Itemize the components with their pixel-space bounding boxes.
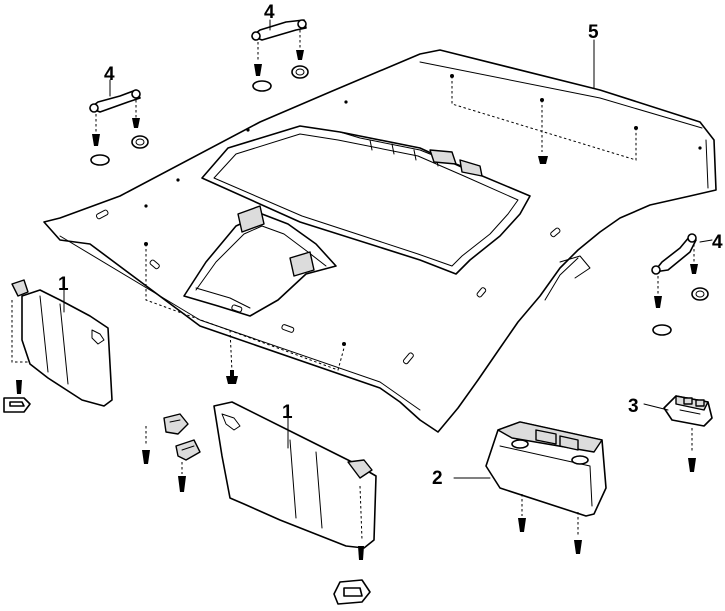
callout-5: 5 <box>588 22 599 43</box>
grab-handle-right <box>651 233 709 336</box>
callout-4-left: 4 <box>104 64 115 85</box>
headliner-clip-rear <box>538 156 548 164</box>
grab-handle-left <box>89 89 149 166</box>
map-light <box>663 395 713 472</box>
sun-visor-right <box>213 401 377 605</box>
callout-3: 3 <box>628 396 639 417</box>
callout-4-top: 4 <box>264 2 275 23</box>
grab-handle-top <box>251 19 309 92</box>
callout-2: 2 <box>432 468 443 489</box>
callout-1-right: 1 <box>282 402 293 423</box>
callout-4-right: 4 <box>712 232 723 253</box>
callout-labels: 1 1 2 3 4 4 4 5 <box>58 2 723 489</box>
visor-clip-right <box>175 439 201 492</box>
leader-lines <box>63 19 713 479</box>
headliner-panel <box>43 49 717 433</box>
visor-clip-left <box>142 413 189 464</box>
callout-1-left: 1 <box>58 274 69 295</box>
overhead-console-lamp <box>485 421 607 554</box>
headliner-clip-front <box>226 370 238 384</box>
sun-visor-left <box>3 279 113 413</box>
